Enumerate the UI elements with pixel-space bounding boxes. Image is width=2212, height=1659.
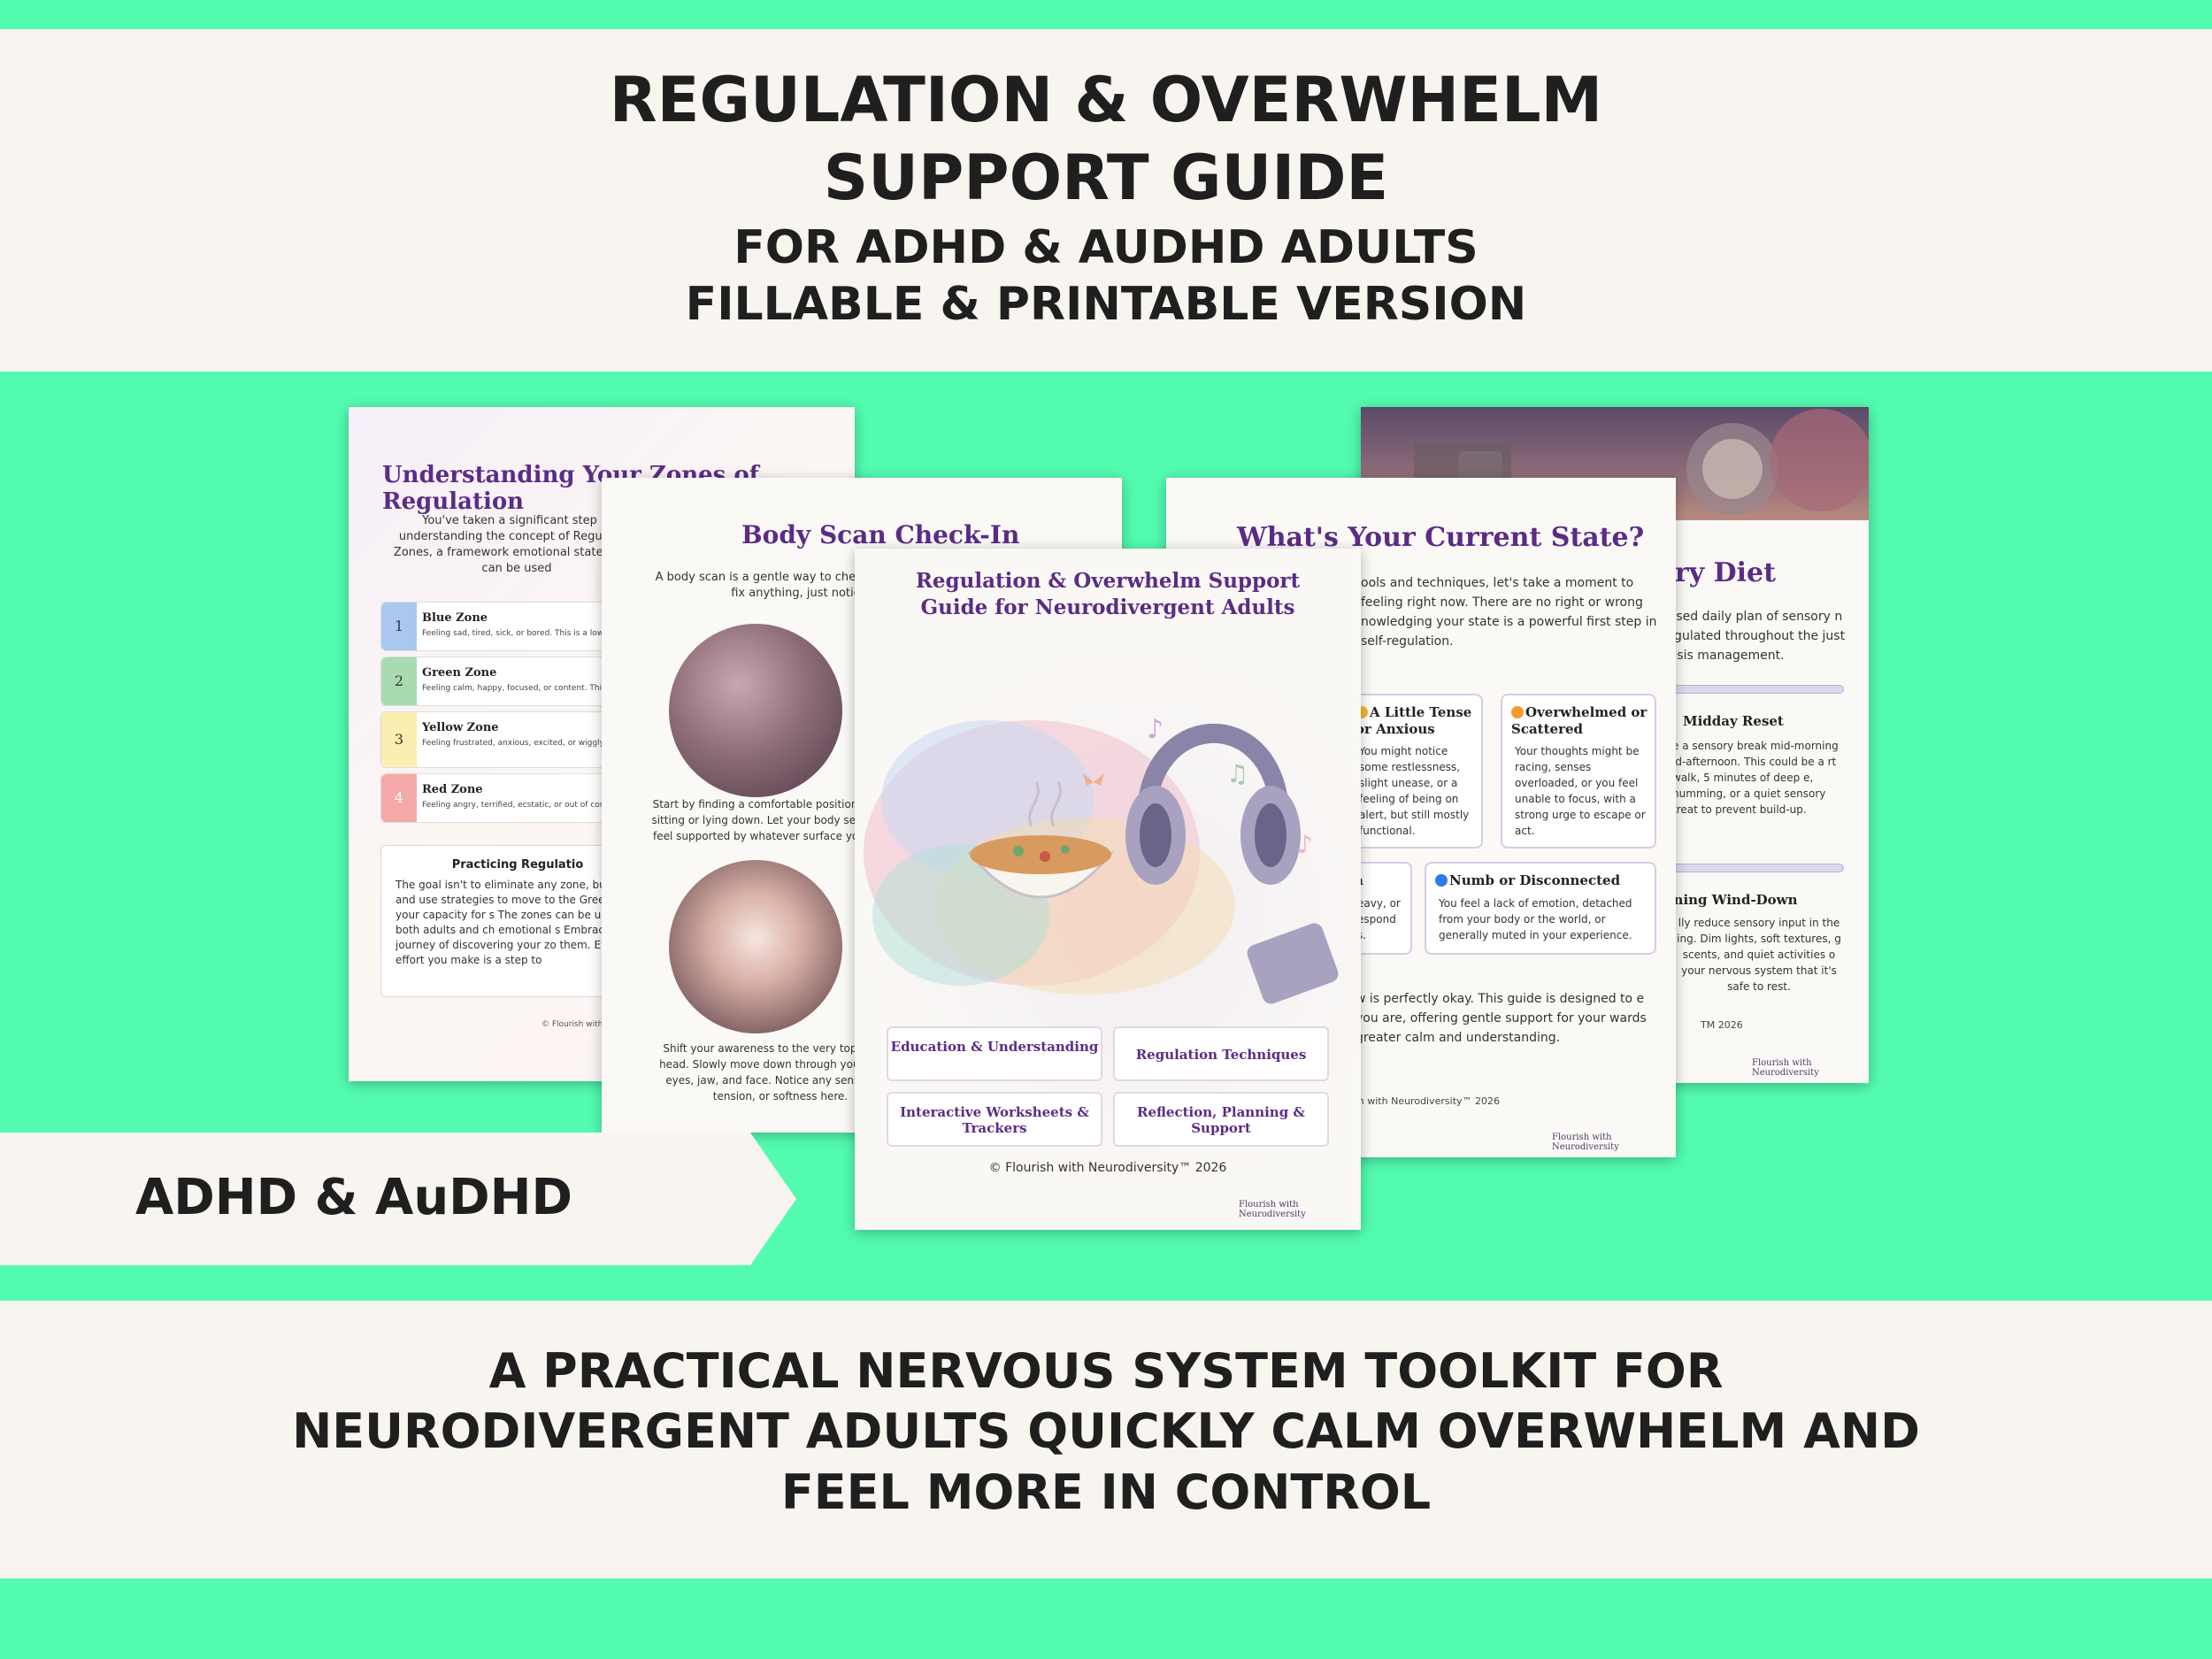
zone-name: Red Zone bbox=[422, 783, 483, 796]
zone-number: 1 bbox=[381, 603, 417, 650]
state-page-outro: w is perfectly okay. This guide is desig… bbox=[1356, 992, 1647, 1045]
divider-bar bbox=[1671, 864, 1844, 872]
cover-page-preview: Regulation & Overwhelm Support Guide for… bbox=[855, 549, 1361, 1230]
zone-name: Blue Zone bbox=[422, 611, 488, 625]
sensory-subtitle-evening: ening Wind-Down bbox=[1665, 892, 1798, 908]
zone-number: 2 bbox=[381, 657, 417, 705]
worksheets-button[interactable]: Interactive Worksheets & Trackers bbox=[887, 1092, 1102, 1147]
state-card-title: Numb or Disconnected bbox=[1449, 872, 1621, 888]
regulation-techniques-button[interactable]: Regulation Techniques bbox=[1113, 1026, 1329, 1081]
svg-text:♪: ♪ bbox=[1297, 830, 1313, 859]
zone-description: Feeling calm, happy, focused, or content… bbox=[422, 684, 626, 693]
cover-title-line-2: Guide for Neurodivergent Adults bbox=[920, 595, 1295, 619]
cover-illustration: ♪ ♫ ♪ bbox=[864, 714, 1339, 1004]
brand-logo: Flourish with Neurodiversity bbox=[1752, 1058, 1819, 1078]
divider-bar bbox=[1671, 685, 1844, 694]
zone-number: 3 bbox=[381, 712, 417, 767]
state-page-intro: ools and techniques, let's take a moment… bbox=[1361, 576, 1657, 649]
bodyscan-step-1: Start by finding a comfortable position,… bbox=[651, 798, 897, 842]
practice-title: Practicing Regulatio bbox=[451, 858, 584, 872]
bodyscan-page-title: Body Scan Check-In bbox=[741, 520, 1020, 549]
bottom-banner bbox=[0, 1301, 2212, 1578]
ribbon-label: ADHD & AuDHD bbox=[134, 1169, 573, 1226]
sensory-page-intro: alised daily plan of sensory n regulated… bbox=[1662, 610, 1846, 663]
education-button[interactable]: Education & Understanding bbox=[887, 1026, 1102, 1081]
practice-text: The goal isn't to eliminate any zone, bu… bbox=[396, 879, 644, 966]
state-card-text: You feel a lack of emotion, detached fro… bbox=[1439, 897, 1632, 941]
state-card-overwhelmed: Overwhelmed or Scattered Your thoughts m… bbox=[1501, 694, 1656, 849]
reflection-button[interactable]: Reflection, Planning & Support bbox=[1113, 1092, 1329, 1147]
zone-description: Feeling sad, tired, sick, or bored. This… bbox=[422, 629, 626, 638]
brand-logo: Flourish with Neurodiversity bbox=[1239, 1200, 1306, 1219]
headline-line-3: FOR ADHD & AUDHD ADULTS bbox=[733, 221, 1479, 274]
svg-text:♫: ♫ bbox=[1226, 759, 1248, 788]
state-card-text: Your thoughts might be racing, senses ov… bbox=[1515, 745, 1646, 837]
tagline-line-1: A PRACTICAL NERVOUS SYSTEM TOOLKIT FOR bbox=[488, 1343, 1724, 1399]
woman-profile-image bbox=[669, 860, 842, 1033]
zone-number: 4 bbox=[381, 774, 417, 822]
zone-description: Feeling angry, terrified, ecstatic, or o… bbox=[422, 801, 621, 810]
zones-page-intro: You've taken a significant step in under… bbox=[393, 514, 641, 575]
cover-title-line-1: Regulation & Overwhelm Support bbox=[915, 569, 1301, 593]
state-card-numb: Numb or Disconnected You feel a lack of … bbox=[1425, 862, 1656, 955]
state-card-text: You might notice some restlessness, slig… bbox=[1359, 745, 1470, 837]
state-page-title: What's Your Current State? bbox=[1237, 522, 1645, 553]
state-card-title: Overwhelmed or Scattered bbox=[1511, 704, 1647, 737]
headline-line-4: FILLABLE & PRINTABLE VERSION bbox=[685, 278, 1527, 331]
sensory-text-evening: lly reduce sensory input in the ing. Dim… bbox=[1677, 917, 1841, 993]
cover-copyright: © Flourish with Neurodiversity™ 2026 bbox=[988, 1161, 1227, 1175]
svg-text:♪: ♪ bbox=[1147, 714, 1164, 745]
orange-dot-icon bbox=[1511, 706, 1524, 718]
tagline-line-2: NEURODIVERGENT ADULTS QUICKLY CALM OVERW… bbox=[292, 1403, 1920, 1459]
state-page-footer: ish with Neurodiversity™ 2026 bbox=[1350, 1095, 1501, 1107]
state-card-tense: A Little Tense or Anxious You might noti… bbox=[1345, 694, 1483, 849]
headline-line-2: SUPPORT GUIDE bbox=[823, 142, 1389, 214]
brand-logo: Flourish with Neurodiversity bbox=[1552, 1133, 1619, 1152]
bodyscan-step-2: Shift your awareness to the very top of … bbox=[659, 1042, 902, 1102]
resting-woman-image bbox=[669, 624, 842, 797]
headline-line-1: REGULATION & OVERWHELM bbox=[609, 64, 1603, 136]
state-card-title: A Little Tense or Anxious bbox=[1356, 704, 1472, 737]
cover-title: Regulation & Overwhelm Support Guide for… bbox=[855, 568, 1361, 621]
zone-name: Green Zone bbox=[422, 666, 497, 680]
tagline-line-3: FEEL MORE IN CONTROL bbox=[780, 1464, 1432, 1520]
sensory-text-midday: e a sensory break mid-morning id-afterno… bbox=[1672, 740, 1839, 816]
zone-description: Feeling frustrated, anxious, excited, or… bbox=[422, 739, 710, 748]
ribbon-banner bbox=[0, 1133, 796, 1265]
blue-dot-icon bbox=[1435, 874, 1448, 887]
top-banner bbox=[0, 29, 2212, 372]
state-card-text: eavy, or espond s. bbox=[1357, 897, 1401, 941]
zone-name: Yellow Zone bbox=[422, 721, 499, 734]
sensory-page-footer: TM 2026 bbox=[1701, 1019, 1743, 1031]
zones-page-footer: © Flourish with Neuro bbox=[541, 1020, 630, 1029]
sensory-subtitle-midday: Midday Reset bbox=[1683, 713, 1784, 729]
